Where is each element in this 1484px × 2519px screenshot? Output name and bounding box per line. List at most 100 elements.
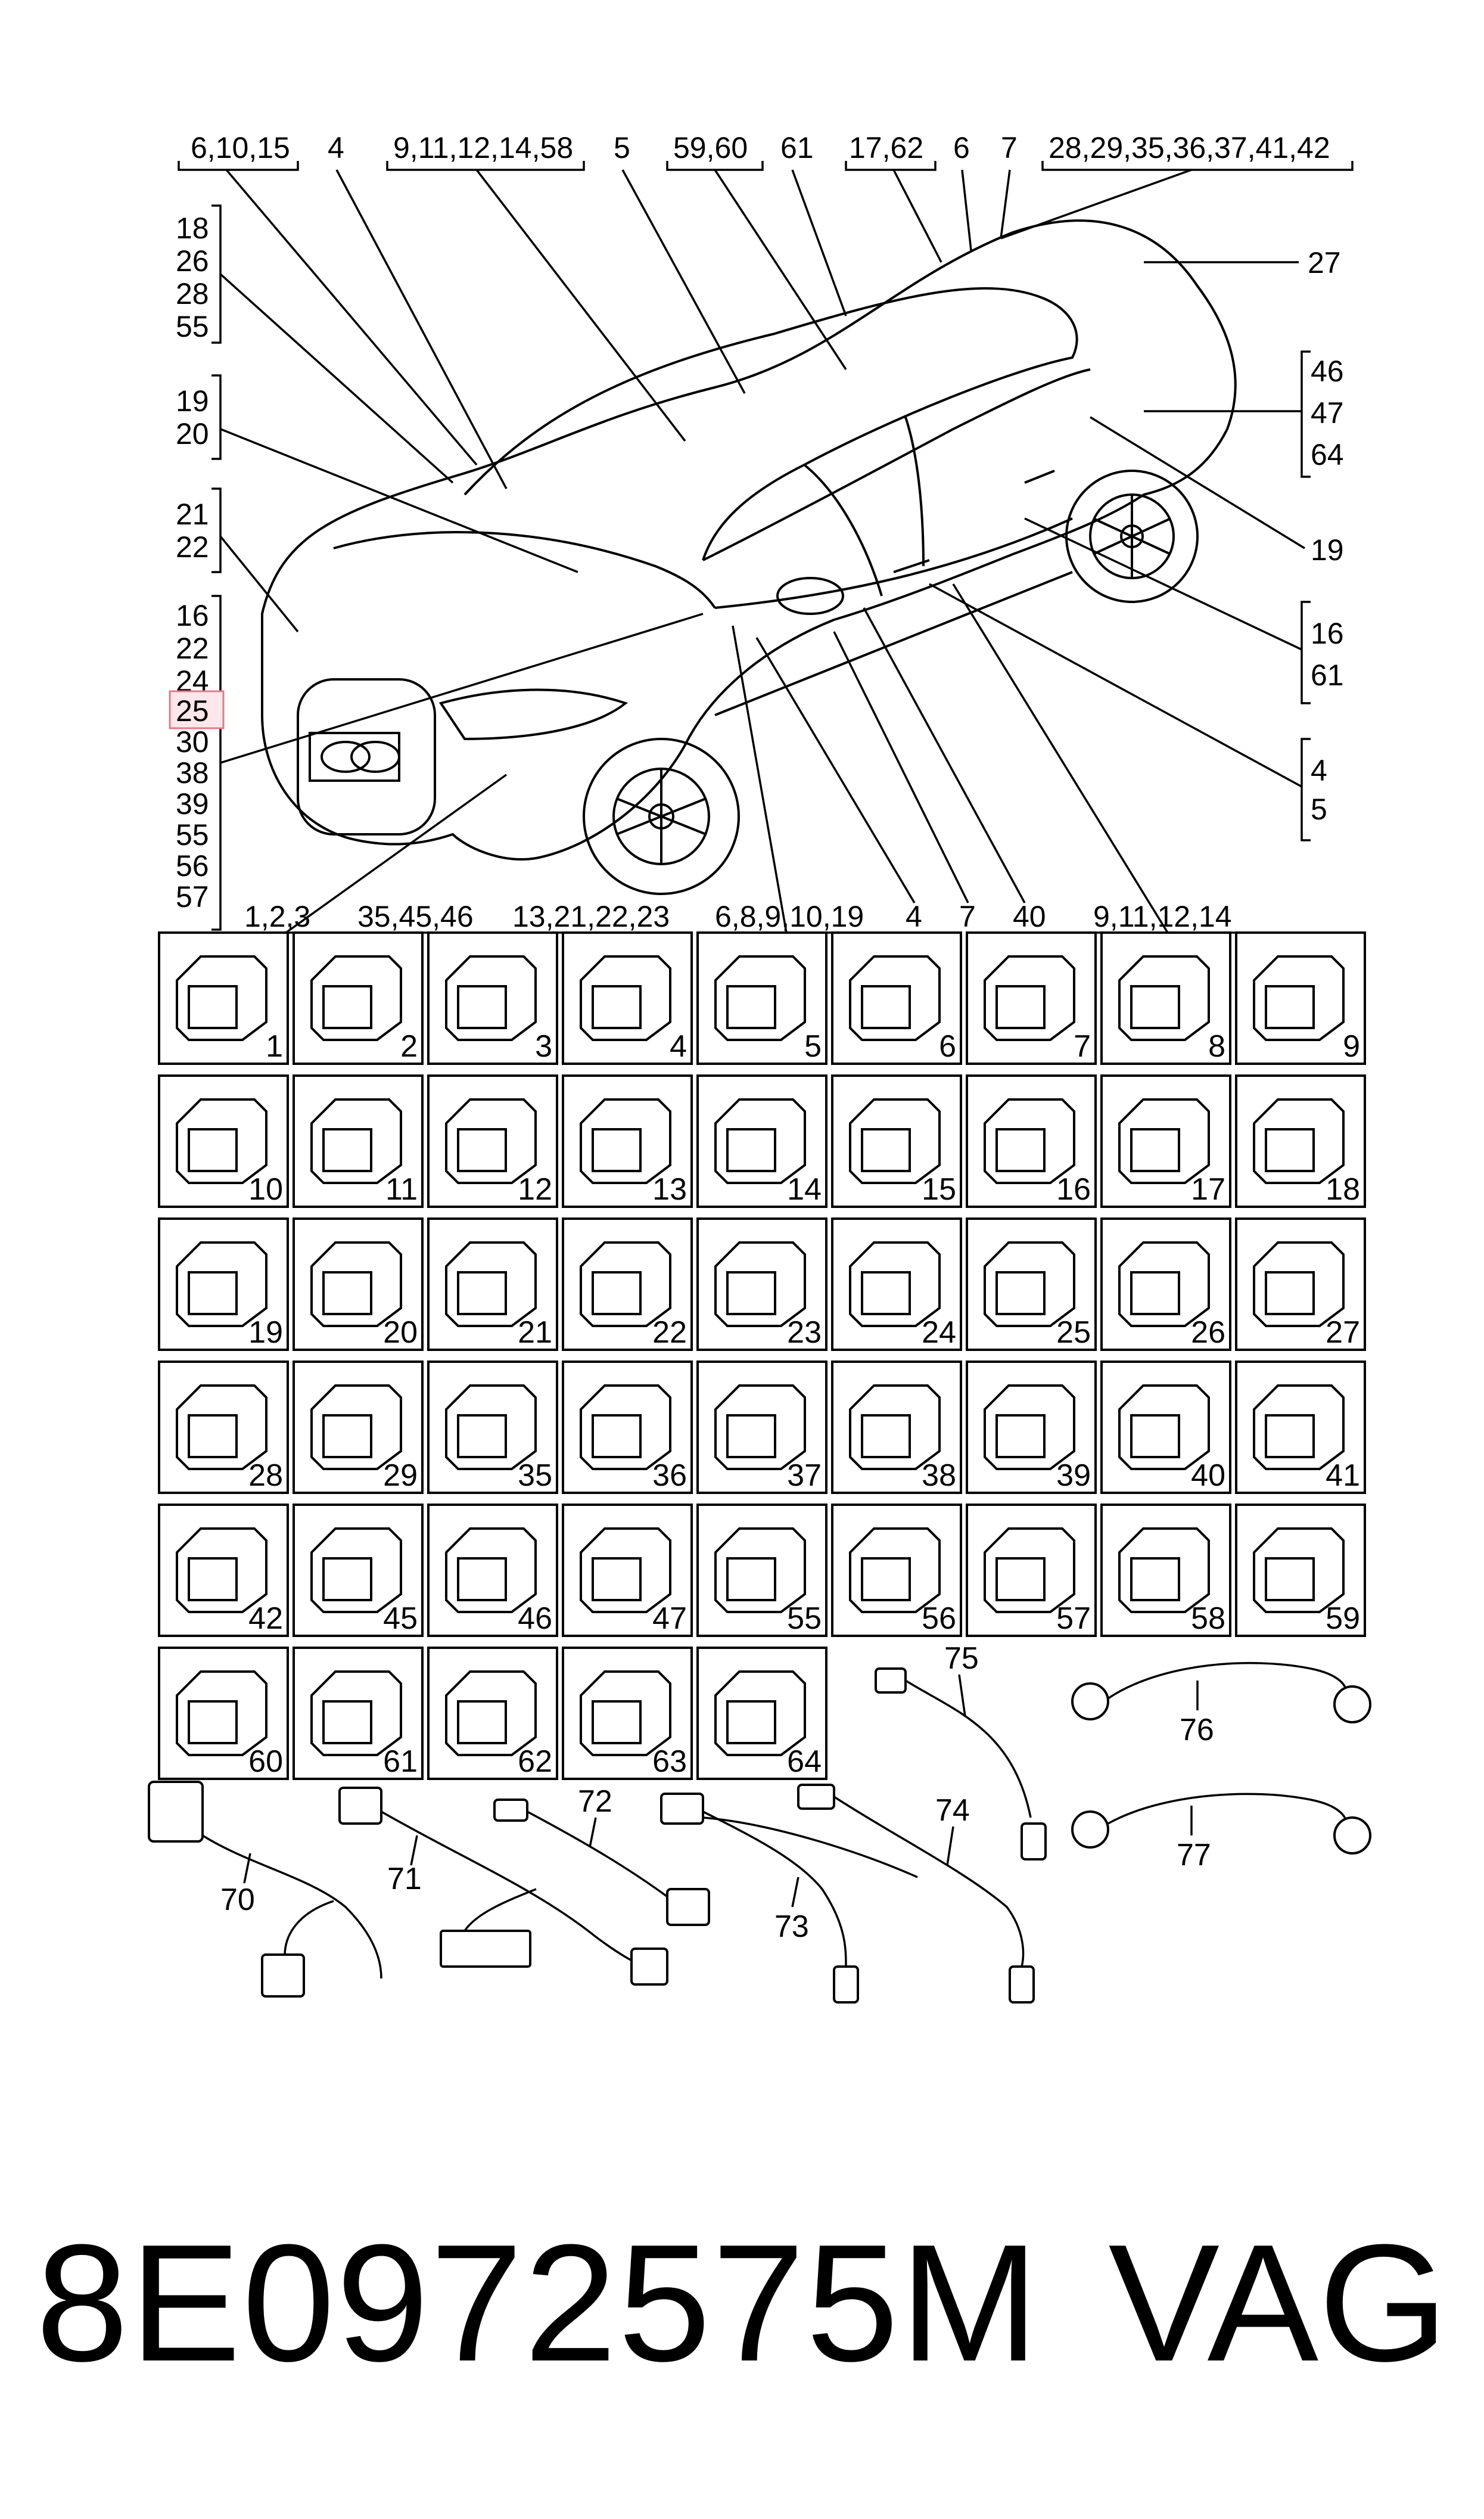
- part-number-label: 26: [1191, 1315, 1225, 1350]
- connector-face: [1130, 1271, 1180, 1315]
- part-cell: 59: [1235, 1504, 1366, 1637]
- connector-face: [592, 1271, 642, 1315]
- part-cell: 18: [1235, 1074, 1366, 1208]
- connector-face: [188, 1128, 238, 1172]
- connector-face: [726, 985, 776, 1029]
- connector-face: [861, 1414, 911, 1458]
- part-number-label: 19: [248, 1315, 283, 1350]
- part-number-label: 7: [1074, 1029, 1091, 1064]
- part-cell: 61: [293, 1647, 424, 1780]
- part-number-label: 16: [1056, 1172, 1091, 1207]
- connector-face: [457, 1414, 507, 1458]
- connector-face: [726, 1414, 776, 1458]
- right-label-1: 27: [1308, 246, 1341, 279]
- top-label-8: 6: [953, 131, 970, 164]
- part-cell: 25: [966, 1217, 1097, 1351]
- left-label-8: 22: [176, 530, 209, 564]
- connector-face: [1130, 1414, 1180, 1458]
- part-cell: 10: [158, 1074, 289, 1208]
- part-number-label: 14: [787, 1172, 822, 1207]
- part-number-label: 28: [248, 1458, 283, 1493]
- connector-face: [726, 1128, 776, 1172]
- part-number-label: 27: [1326, 1315, 1360, 1350]
- top-label-4: 5: [614, 131, 630, 164]
- part-cell: 63: [562, 1647, 693, 1780]
- part-cell: 57: [966, 1504, 1097, 1637]
- part-number-label: 60: [248, 1744, 283, 1779]
- part-cell: 21: [427, 1217, 558, 1351]
- bottom-labels: 1,2,3 35,45,46 13,21,22,23 6,8,9,10,19 4…: [243, 583, 1252, 942]
- part-cell: 35: [427, 1361, 558, 1494]
- part-number-label: 64: [787, 1744, 822, 1779]
- part-number-label: 20: [383, 1315, 418, 1350]
- connector-face: [322, 985, 372, 1029]
- left-label-6: 20: [176, 417, 209, 451]
- part-number-label: 17: [1191, 1172, 1225, 1207]
- part-cell: 15: [831, 1074, 962, 1208]
- connector-face: [188, 1700, 238, 1744]
- part-number-label: 29: [383, 1458, 418, 1493]
- part-number-label: 40: [1191, 1458, 1225, 1493]
- part-number-label: 10: [248, 1172, 283, 1207]
- connector-face: [995, 1414, 1046, 1458]
- harness-label-75: 75: [944, 1641, 979, 1676]
- connector-face: [1265, 1128, 1315, 1172]
- connector-face: [995, 985, 1046, 1029]
- right-label-2: 46: [1311, 355, 1344, 388]
- left-labels: 18 26 28 55 19 20 21 22 16 22 24 25 30 3…: [169, 204, 704, 931]
- part-number-label: 22: [652, 1315, 687, 1350]
- connector-face: [592, 985, 642, 1029]
- part-cell: 7: [966, 931, 1097, 1065]
- connector-face: [592, 1557, 642, 1601]
- part-number-label: 46: [518, 1601, 552, 1636]
- bottom-label-6: 7: [959, 900, 976, 933]
- part-cell: 26: [1100, 1217, 1231, 1351]
- left-label-2: 26: [176, 244, 209, 278]
- part-number-label: 21: [518, 1315, 552, 1350]
- right-label-8: 4: [1311, 754, 1327, 787]
- part-number-label: 6: [939, 1029, 956, 1064]
- right-label-3: 47: [1311, 396, 1344, 430]
- harness-label-73: 73: [774, 1909, 809, 1944]
- part-cell: 1: [158, 931, 289, 1065]
- part-number-label: 23: [787, 1315, 822, 1350]
- bottom-label-5: 4: [906, 900, 922, 933]
- part-cell: 13: [562, 1074, 693, 1208]
- parts-diagram: 6,10,15 4 9,11,12,14,58 5 59,60 61 17,62…: [148, 131, 1371, 2004]
- part-number-label: 39: [1056, 1458, 1091, 1493]
- part-cell: 9: [1235, 931, 1366, 1065]
- connector-face: [1130, 1128, 1180, 1172]
- harness-label-74: 74: [935, 1793, 970, 1828]
- part-cell: 19: [158, 1217, 289, 1351]
- part-cell: 38: [831, 1361, 962, 1494]
- part-number: 8E0972575M: [36, 2210, 1040, 2396]
- top-label-5: 59,60: [673, 131, 748, 164]
- part-number-label: 8: [1208, 1029, 1225, 1064]
- part-number-label: 58: [1191, 1601, 1225, 1636]
- harness-72: 72: [493, 1784, 710, 1926]
- top-label-9: 7: [1001, 131, 1018, 164]
- part-cell: 24: [831, 1217, 962, 1351]
- connector-face: [322, 1557, 372, 1601]
- car-illustration: [261, 219, 1237, 895]
- left-label-3: 28: [176, 277, 209, 310]
- top-label-7: 17,62: [849, 131, 923, 164]
- part-cell: 22: [562, 1217, 693, 1351]
- harness-label-71: 71: [387, 1862, 422, 1896]
- connector-face: [457, 1557, 507, 1601]
- bottom-label-1: 1,2,3: [244, 900, 310, 933]
- harness-section: 75 76 77 70: [148, 1641, 1371, 2004]
- right-label-5: 19: [1311, 533, 1344, 567]
- left-label-1: 18: [176, 212, 209, 245]
- connector-face: [861, 1271, 911, 1315]
- part-number-label: 38: [922, 1458, 956, 1493]
- connector-face: [457, 1271, 507, 1315]
- connector-face: [457, 1128, 507, 1172]
- part-cell: 42: [158, 1504, 289, 1637]
- left-label-16: 55: [176, 818, 209, 852]
- part-cell: 46: [427, 1504, 558, 1637]
- connector-face: [995, 1557, 1046, 1601]
- harness-label-77: 77: [1177, 1838, 1211, 1872]
- bottom-label-8: 9,11,12,14: [1093, 900, 1232, 933]
